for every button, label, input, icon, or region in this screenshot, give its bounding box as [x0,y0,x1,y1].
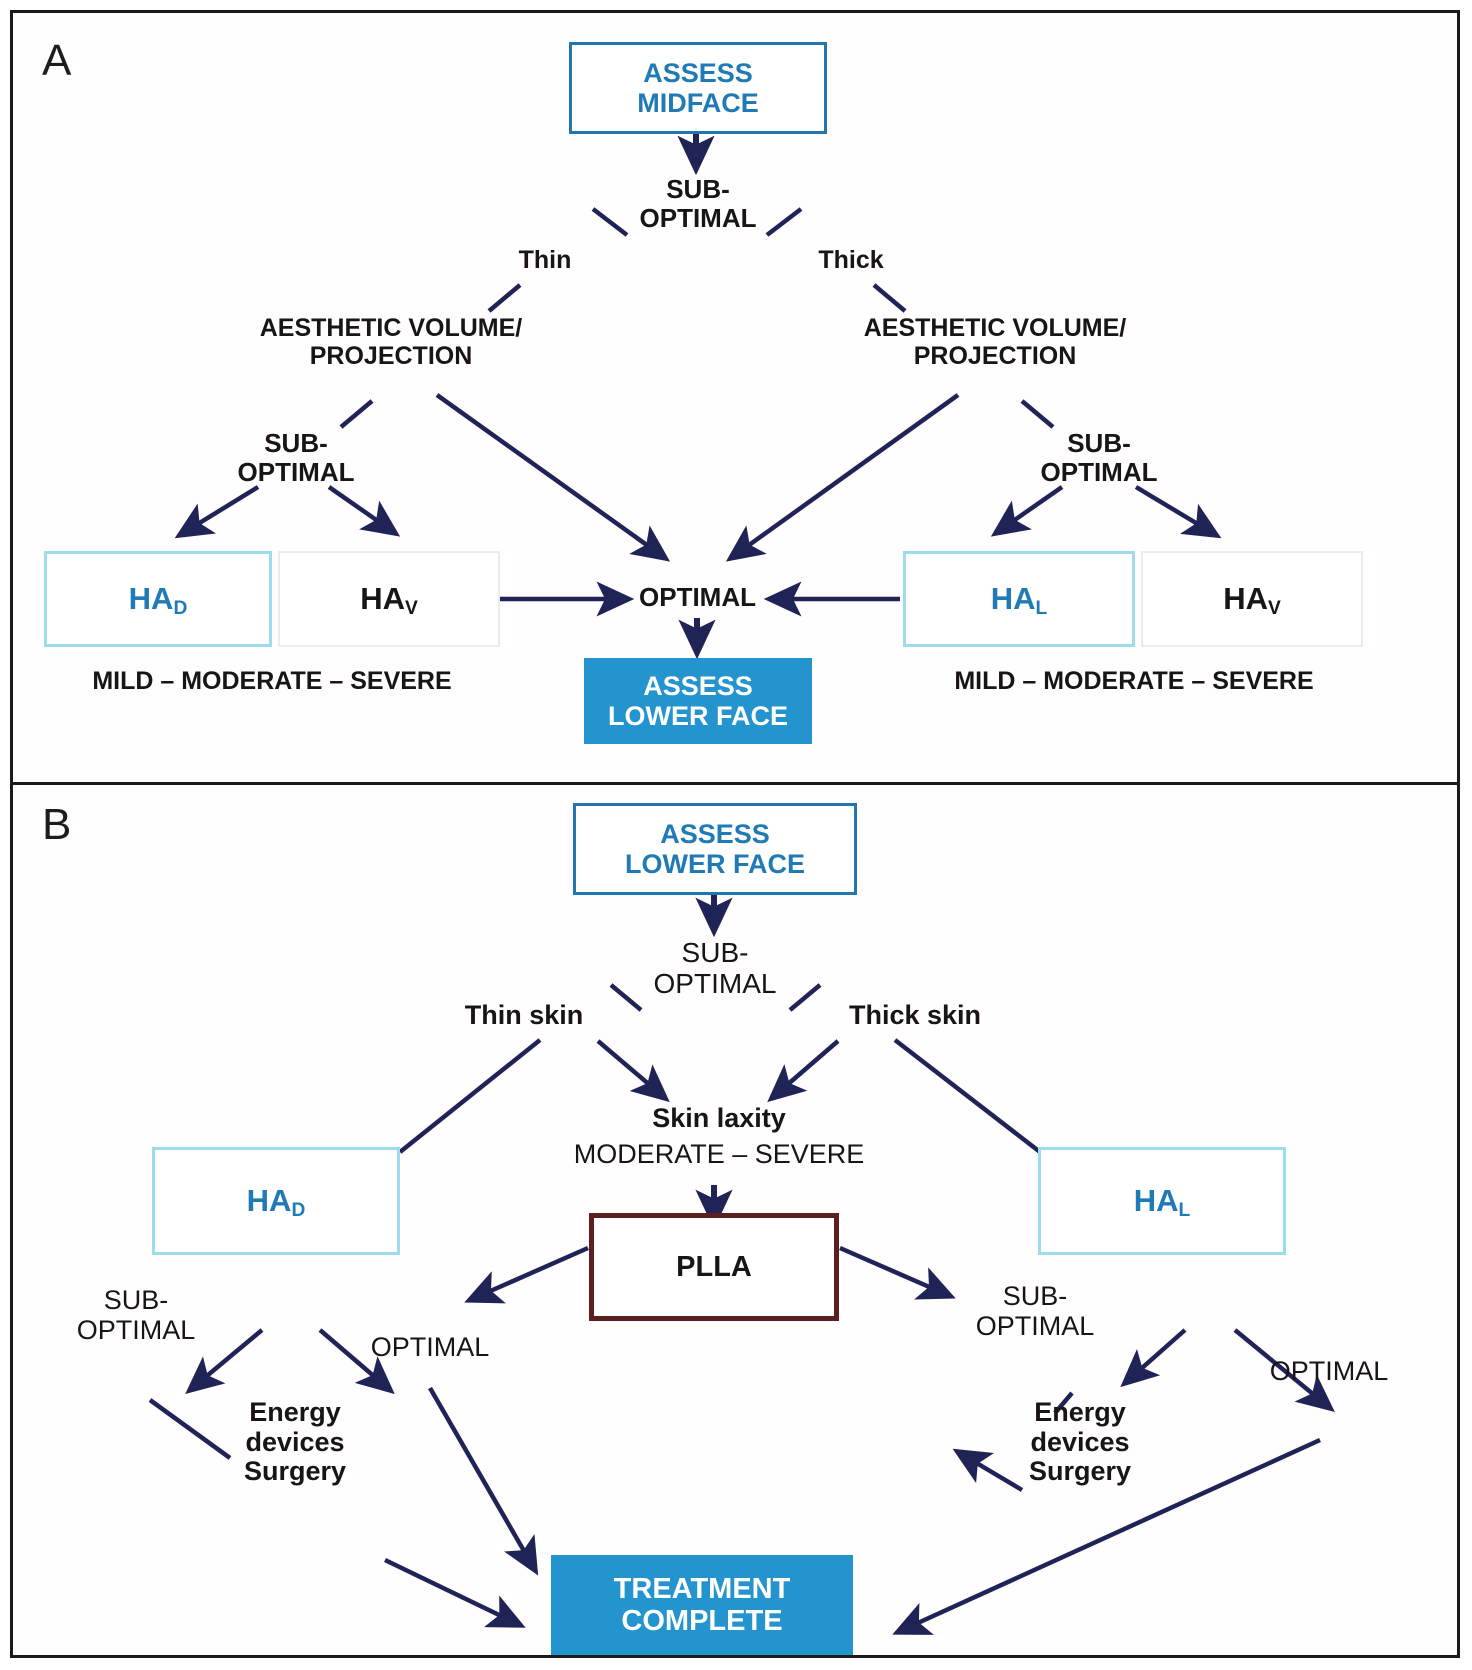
right-aesthetic-assessment: AESTHETIC VOLUME/ PROJECTION [863,314,1127,370]
filler-label-ha-l: HAL [990,580,1048,620]
panel-label-a: A [42,36,72,85]
assess-midface-box[interactable]: ASSESS MIDFACE [569,42,827,134]
midface-root-status: SUB- OPTIMAL [639,174,757,233]
assess-lower-face-box-a[interactable]: ASSESS LOWER FACE [584,658,812,744]
panel-divider [13,782,1457,785]
skin-laxity-severity: MODERATE – SEVERE [573,1139,865,1169]
panel-label-b: B [42,800,72,849]
filler-box-ha-d-lowerface[interactable]: HAD [152,1147,400,1255]
filler-box-ha-l-lowerface[interactable]: HAL [1038,1147,1286,1255]
lowerface-left-optimal: OPTIMAL [370,1332,490,1362]
left-severity-scale: MILD – MODERATE – SEVERE [92,667,452,695]
filler-box-ha-l-midface[interactable]: HAL [903,551,1135,647]
lowerface-root-status: SUB- OPTIMAL [653,937,777,999]
filler-label-ha-d-b: HAD [246,1182,306,1222]
filler-box-ha-v-right-midface[interactable]: HAV [1141,551,1363,647]
filler-label-ha-l-b: HAL [1133,1182,1191,1222]
branch-label-thin-skin: Thin skin [464,1000,584,1030]
left-alternative-treatments: Energy devices Surgery [243,1397,347,1487]
filler-box-ha-d-midface[interactable]: HAD [44,551,272,647]
lowerface-left-suboptimal: SUB- OPTIMAL [76,1285,196,1345]
plla-box[interactable]: PLLA [589,1213,839,1321]
lowerface-right-optimal: OPTIMAL [1269,1356,1389,1386]
right-alternative-treatments: Energy devices Surgery [1028,1397,1132,1487]
right-suboptimal-status: SUB- OPTIMAL [1040,428,1158,487]
filler-box-ha-v-left-midface[interactable]: HAV [278,551,500,647]
filler-label-ha-v-left: HAV [360,580,418,620]
branch-label-thick: Thick [818,246,884,274]
filler-label-ha-v-right: HAV [1223,580,1281,620]
skin-laxity-title: Skin laxity [652,1103,786,1133]
midface-optimal-status: OPTIMAL [639,582,756,612]
assess-lower-face-box-b[interactable]: ASSESS LOWER FACE [573,803,857,895]
left-aesthetic-assessment: AESTHETIC VOLUME/ PROJECTION [259,314,523,370]
treatment-complete-box[interactable]: TREATMENT COMPLETE [551,1555,853,1655]
branch-label-thin: Thin [518,246,572,274]
lowerface-right-suboptimal: SUB- OPTIMAL [975,1281,1095,1341]
branch-label-thick-skin: Thick skin [848,1000,982,1030]
left-suboptimal-status: SUB- OPTIMAL [237,428,355,487]
right-severity-scale: MILD – MODERATE – SEVERE [954,667,1314,695]
filler-label-ha-d: HAD [128,580,188,620]
